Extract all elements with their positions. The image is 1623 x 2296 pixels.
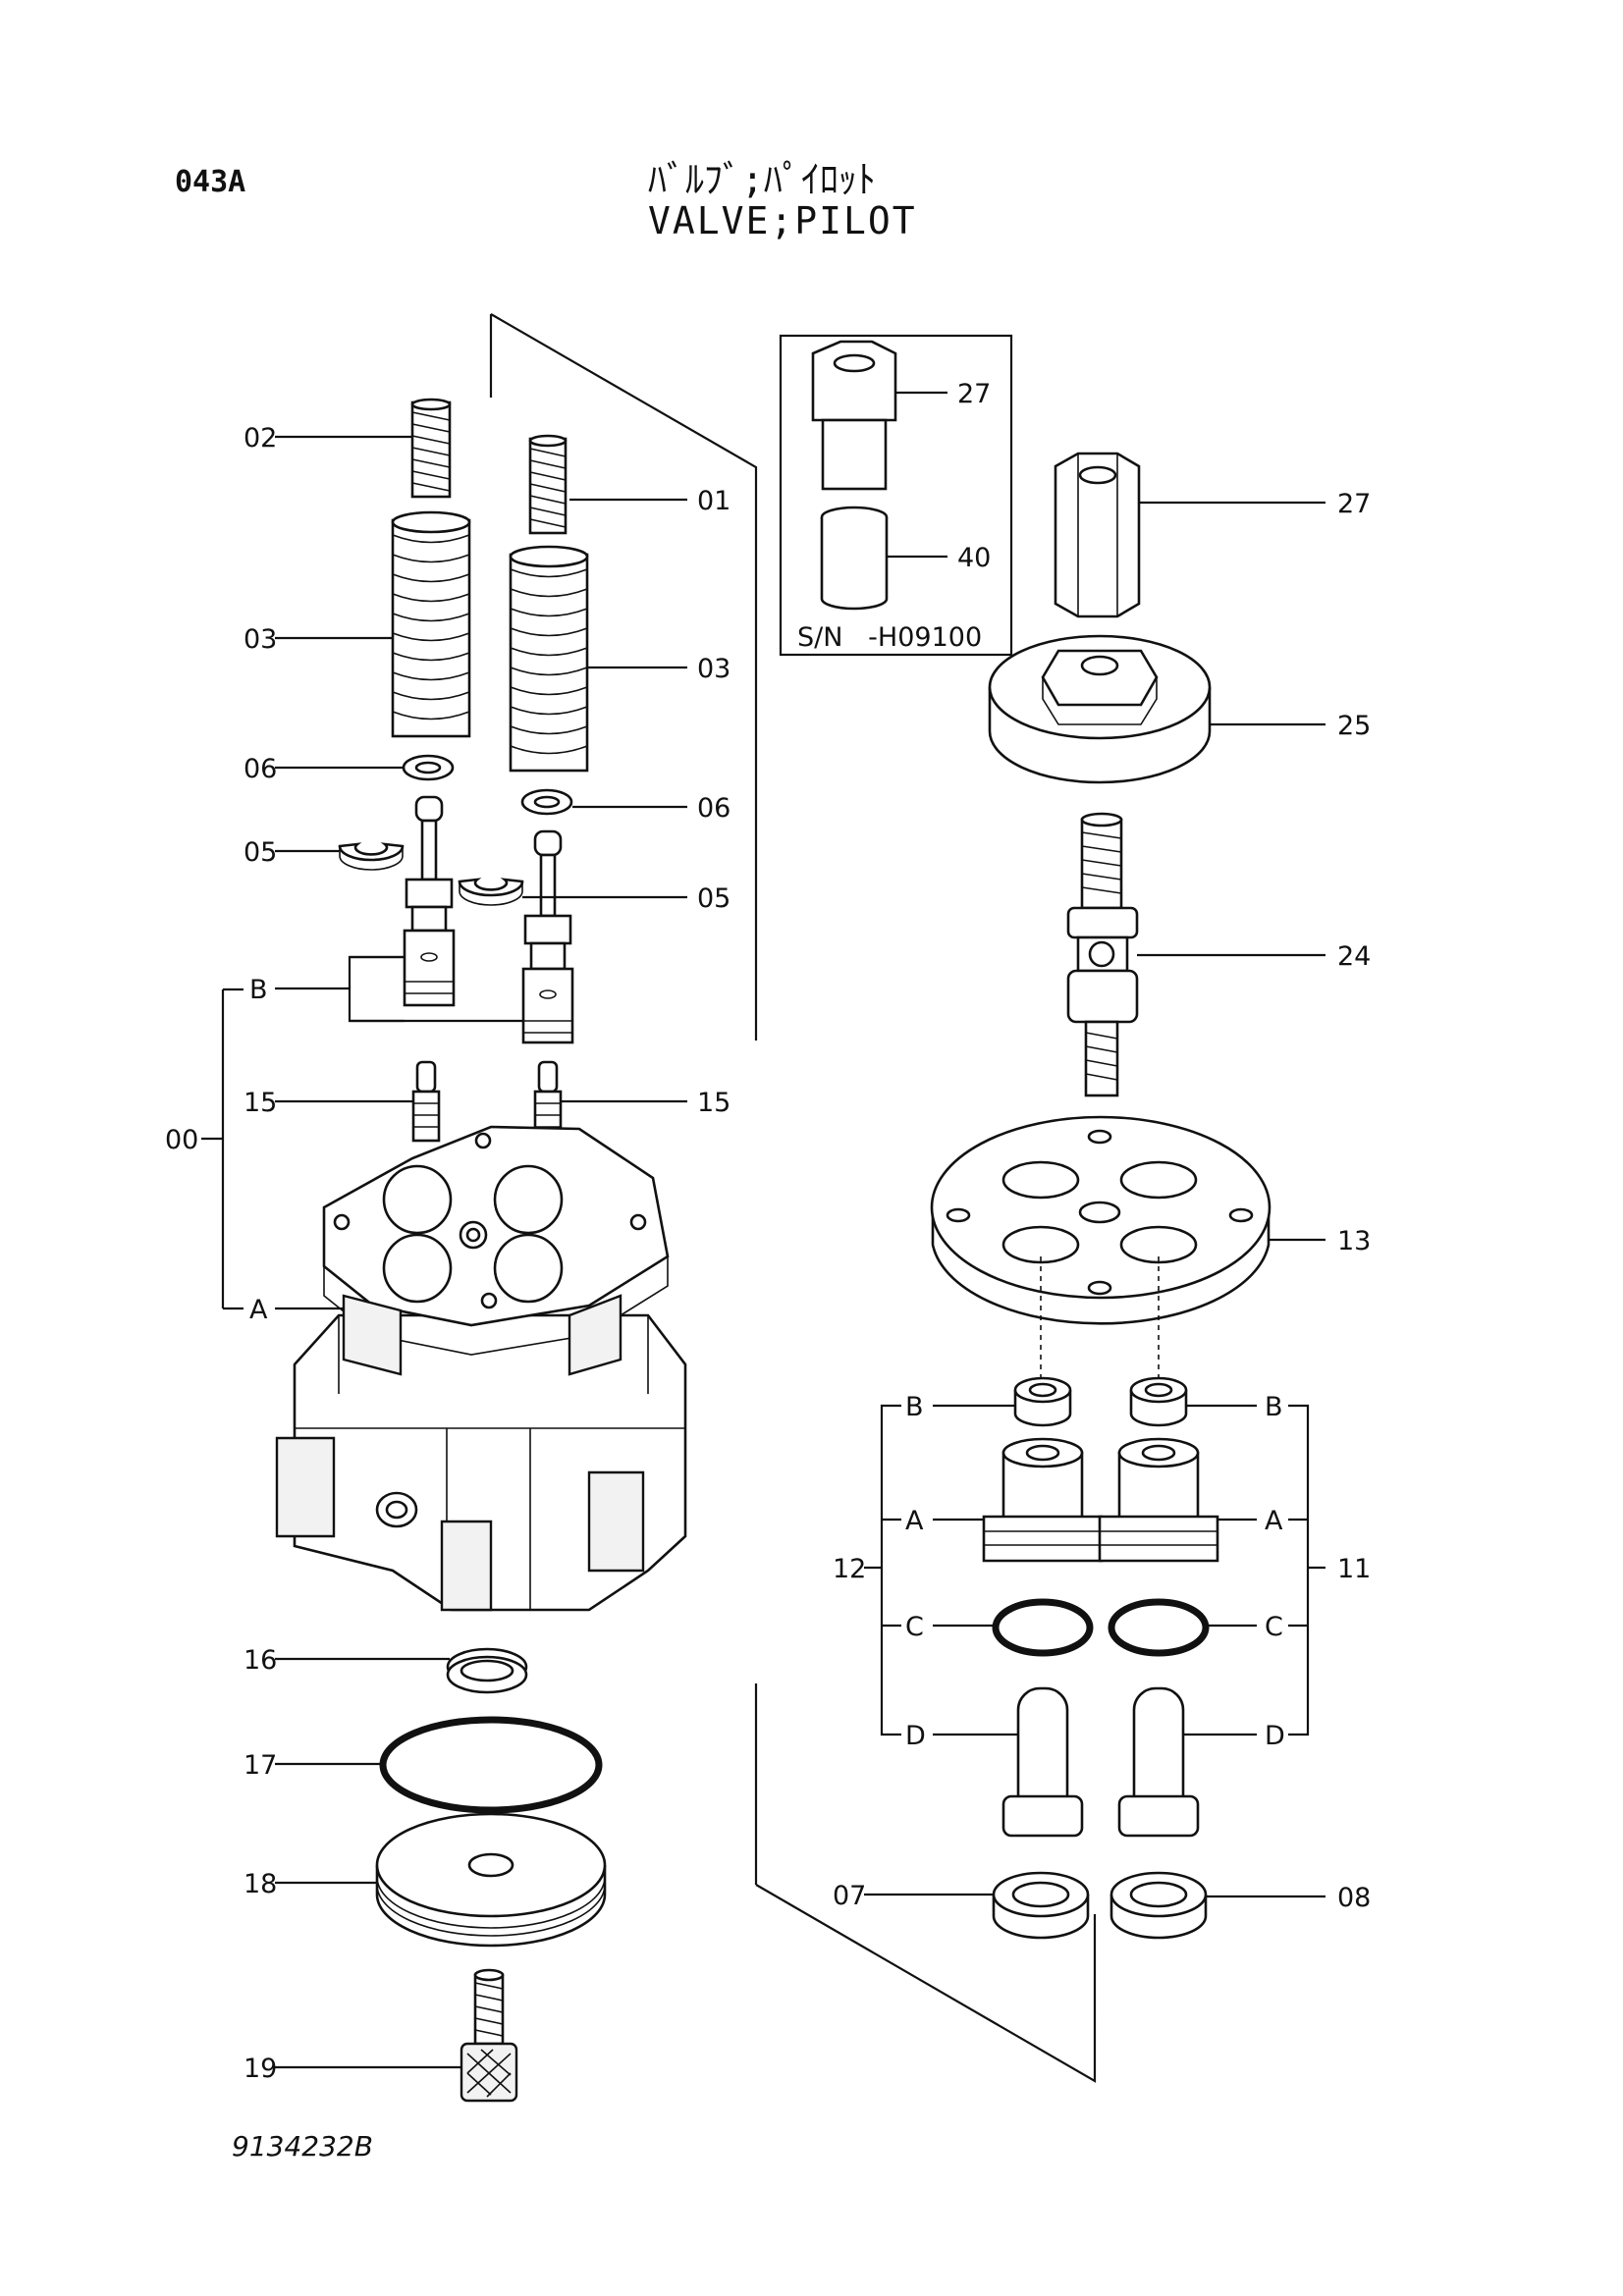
callout-11: 11	[1337, 1554, 1371, 1584]
callout-left-a: A	[905, 1506, 924, 1536]
callout-a-casing: A	[249, 1295, 268, 1325]
callout-08: 08	[1337, 1883, 1371, 1913]
callout-25: 25	[1337, 711, 1371, 741]
screw-19	[460, 1968, 518, 2103]
small-spring-01	[528, 434, 568, 535]
callout-01: 01	[697, 486, 730, 516]
nut-27	[1054, 452, 1141, 618]
callout-05-left: 05	[243, 837, 277, 868]
spool-b-left	[403, 795, 456, 1007]
leader-lines	[201, 435, 1325, 2069]
plate-13	[930, 1115, 1271, 1394]
cartridge-12	[982, 1376, 1104, 1838]
callout-06-right: 06	[697, 793, 730, 824]
callout-03-right: 03	[697, 654, 730, 684]
callout-19: 19	[243, 2054, 277, 2084]
pin-15-left	[411, 1060, 441, 1143]
callout-03-left: 03	[243, 624, 277, 655]
joint-24	[1066, 812, 1139, 1097]
callout-left-d: D	[905, 1721, 926, 1751]
spool-b-right	[521, 829, 574, 1044]
callout-right-a: A	[1265, 1506, 1283, 1536]
page-code: 043A	[175, 165, 246, 199]
nut-08	[1109, 1871, 1208, 1940]
small-spring-02	[410, 398, 452, 499]
plug-16	[446, 1647, 528, 1694]
spring-seat-05-left	[338, 842, 405, 871]
casing-a	[275, 1125, 687, 1612]
title-japanese: ﾊﾞﾙﾌﾞ;ﾊﾟｲﾛｯﾄ	[648, 158, 876, 201]
inset-serial-note: S/N -H09100	[797, 622, 982, 653]
title-english: VALVE;PILOT	[648, 199, 917, 242]
callout-16: 16	[243, 1645, 277, 1676]
callout-labels: 02 01 03 03 06 06 05 05 B 00 15 15 A 16 …	[165, 379, 1371, 2084]
o-ring-17	[379, 1716, 603, 1814]
nut-07	[992, 1871, 1090, 1940]
large-spring-03-left	[391, 510, 471, 738]
drawing-number: 9134232B	[232, 2130, 373, 2163]
washer-06-left	[402, 754, 455, 781]
callout-left-b: B	[905, 1392, 924, 1422]
serial-inset-box	[779, 334, 1013, 657]
callout-02: 02	[243, 423, 277, 454]
callout-00: 00	[165, 1125, 198, 1155]
callout-07: 07	[833, 1881, 866, 1911]
callout-05-right: 05	[697, 883, 730, 914]
plate-18	[375, 1812, 607, 1948]
callout-06-left: 06	[243, 754, 277, 784]
cartridge-11	[1098, 1376, 1219, 1838]
inset-callout-27: 27	[957, 379, 991, 409]
callout-15-left: 15	[243, 1088, 277, 1118]
callout-24: 24	[1337, 941, 1371, 972]
callout-right-d: D	[1265, 1721, 1285, 1751]
callout-b-spool: B	[249, 975, 268, 1005]
washer-06-right	[520, 788, 573, 816]
callout-right-c: C	[1265, 1612, 1283, 1642]
callout-15-right: 15	[697, 1088, 730, 1118]
large-spring-03-right	[509, 545, 589, 773]
callout-12: 12	[833, 1554, 866, 1584]
callout-left-c: C	[905, 1612, 924, 1642]
perspective-guide-lines	[489, 313, 1097, 2083]
callout-27: 27	[1337, 489, 1371, 519]
inset-callout-40: 40	[957, 543, 991, 573]
callout-17: 17	[243, 1750, 277, 1781]
callout-18: 18	[243, 1869, 277, 1899]
cover-plate-25	[988, 634, 1212, 784]
spring-seat-05-right	[458, 878, 524, 906]
callout-13: 13	[1337, 1226, 1371, 1256]
callout-right-b: B	[1265, 1392, 1283, 1422]
